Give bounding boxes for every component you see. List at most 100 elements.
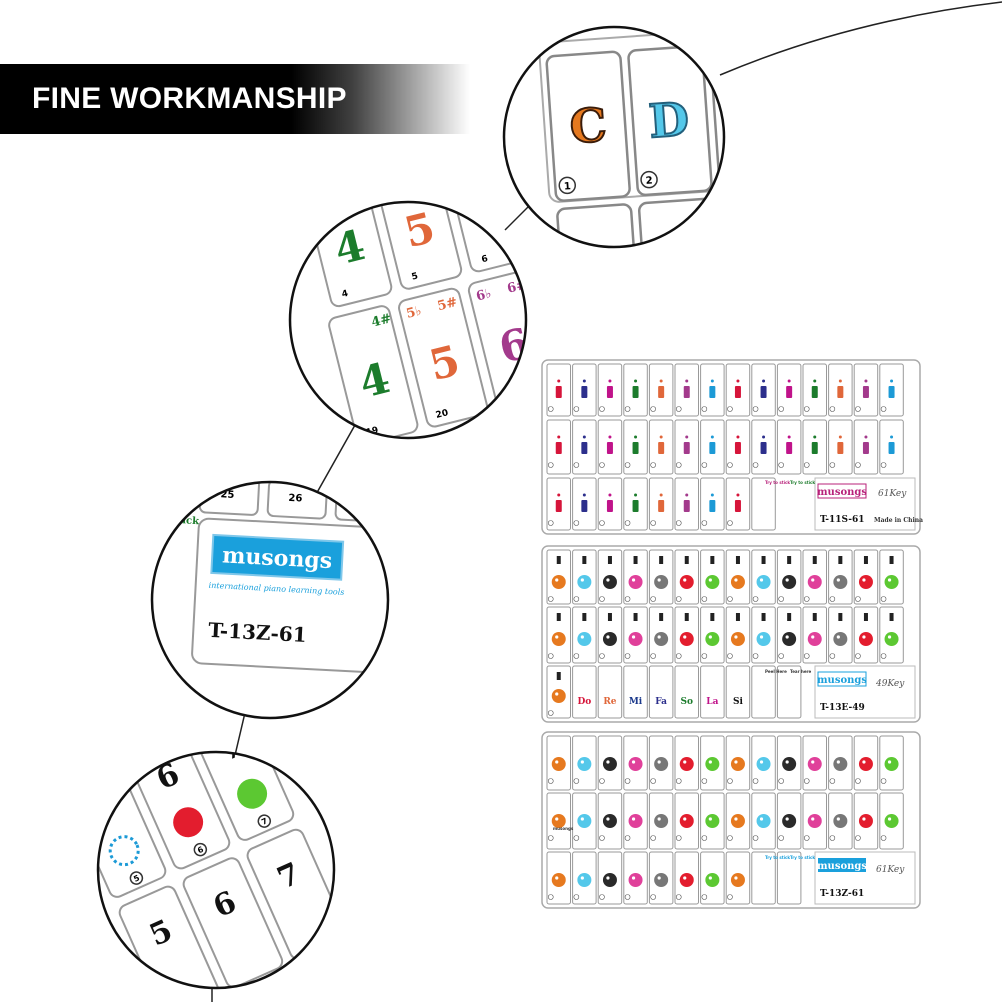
sticker-glyph [705,632,720,646]
sticker-index-mark [624,520,631,526]
sticker-glyph [658,500,665,512]
sticker-glyph [833,632,848,646]
sticker-glyph [730,757,745,771]
sticker-index-mark [752,778,759,784]
sticker-glyph [705,575,720,589]
sticker-eye [708,876,712,880]
sticker-eye [887,817,892,821]
sticker-glyph [628,632,643,646]
sticker-index-mark [829,462,836,468]
sticker-eye [734,635,738,639]
sticker-eye [555,817,559,821]
sticker-dot [864,379,868,383]
sticker-index-mark [573,406,580,412]
sticker-key [623,665,648,719]
sticker-glyph [551,873,566,887]
sticker-glyph [632,500,639,512]
zoom2-sharp: 4# [370,311,393,330]
sticker-eye [580,635,584,639]
sticker-glyph [709,500,716,512]
sticker-index-mark [547,596,554,602]
sticker-eye [683,760,687,764]
sticker-index-mark [599,835,605,841]
sticker-index-mark [650,894,656,900]
sticker-eye [580,760,584,764]
sticker-glyph [756,575,771,589]
sticker-glyph [628,575,643,589]
sticker-glyph [833,575,848,589]
zoom3-key-num: 25 [220,489,235,501]
sticker-eye [683,876,687,880]
sticker-number-mark [633,613,638,621]
sticker-dot [813,379,817,383]
sticker-dot [710,493,714,497]
sticker-eye [631,578,636,582]
sticker-index-mark [547,653,554,659]
sticker-glyph [551,814,566,828]
sticker-index-mark [727,406,733,412]
solfege-label: So [680,697,693,707]
sticker-glyph [683,442,690,454]
zoom3-brand: musongs [222,542,333,574]
sticker-dot [838,379,842,383]
sticker-index-mark [599,406,605,412]
sheet1-made: Made in China [874,517,923,524]
sticker-dot [582,379,586,383]
sticker-eye [683,635,687,639]
sticker-glyph [632,442,639,454]
zoom1-letter: C [568,98,608,154]
sticker-index-mark [599,520,605,526]
sticker-index-mark [650,596,656,602]
banner-title: FINE WORKMANSHIP [32,82,347,115]
sticker-eye [734,817,738,821]
sticker-eye [811,635,815,639]
sticker-glyph [858,575,873,589]
sticker-eye [683,817,687,821]
sticker-eye [759,760,764,764]
sticker-dot [762,435,766,439]
sticker-index-mark [624,835,631,841]
sticker-index-mark [650,778,656,784]
sticker-dot [685,493,689,497]
sticker-index-mark [573,596,580,602]
zoom4-circle-num: 6 [196,845,205,856]
sheet1-model: T-11S-61 [820,515,865,525]
sticker-glyph [654,632,669,646]
sticker-glyph [654,575,669,589]
sticker-index-mark [752,406,759,412]
sticker-glyph [782,814,797,828]
sticker-glyph [862,386,869,398]
sticker-glyph [602,575,617,589]
sticker-dot [736,379,740,383]
sticker-number-mark [556,613,561,621]
sticker-key [751,477,776,531]
sticker-glyph [628,757,643,771]
sticker-eye [657,760,661,764]
sticker-dot [890,379,894,383]
sticker-dot [634,379,638,383]
sticker-index-mark [599,462,605,468]
sticker-glyph [786,386,793,398]
sticker-eye [887,578,892,582]
sticker-index-mark [803,596,810,602]
solfege-label: La [706,697,718,707]
sticker-glyph [577,632,592,646]
sticker-key [725,665,751,719]
sticker-glyph [756,632,771,646]
sticker-index-mark [829,596,836,602]
sticker-index-mark [727,653,733,659]
sticker-number-mark [812,556,817,564]
sticker-glyph [658,442,665,454]
sticker-eye [734,876,738,880]
sticker-glyph [811,386,818,398]
sticker-eye [708,578,712,582]
sticker-glyph [884,757,899,771]
sticker-index-mark [650,406,656,412]
sticker-glyph [654,873,669,887]
sticker-dot [608,493,612,497]
sticker-eye [785,760,789,764]
sticker-key [572,665,597,719]
sticker-glyph [581,386,588,398]
